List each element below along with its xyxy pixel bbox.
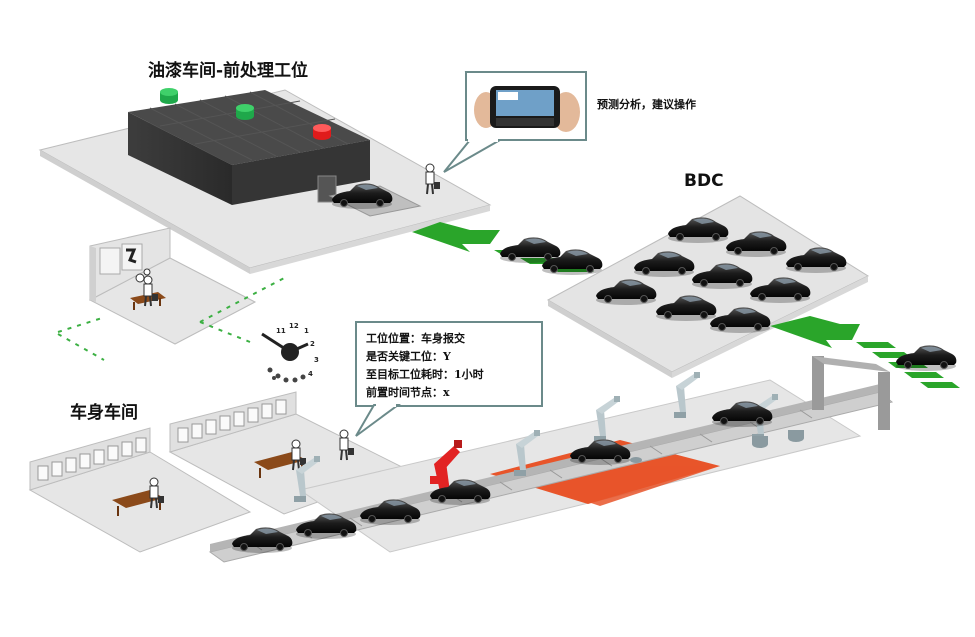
clock-number: 1 (304, 327, 309, 335)
smartphone-in-hands-icon (474, 86, 580, 132)
status-lamp-green-1 (160, 88, 178, 104)
gantry-frame (812, 356, 890, 430)
clock-number: 11 (276, 327, 286, 335)
phone-callout (443, 71, 587, 173)
flow-dashed-lines (57, 275, 289, 361)
station-info-callout: 工位位置：车身报交 是否关键工位：Y 至目标工位耗时：1小时 前置时间节点：x (355, 321, 543, 437)
status-lamp-green-2 (236, 104, 254, 120)
car-icon (895, 344, 957, 372)
clock-number: 3 (314, 356, 319, 364)
analog-clock-icon: 11 12 1 2 3 4 (261, 322, 319, 383)
clock-number: 4 (308, 370, 313, 378)
paint-shop-title: 油漆车间-前处理工位 (148, 60, 308, 81)
paint-booth-front (128, 112, 232, 205)
clock-number: 12 (289, 322, 299, 330)
paint-booth-top (128, 90, 370, 165)
body-shop-title: 车身车间 (70, 402, 138, 423)
flow-arrow-paint (412, 222, 603, 276)
status-lamp-red (313, 124, 331, 140)
bdc-title: BDC (684, 171, 724, 191)
info-line: 是否关键工位：Y (365, 349, 451, 363)
monitor-room (88, 227, 257, 345)
info-line: 工位位置：车身报交 (366, 331, 465, 345)
info-line: 前置时间节点：x (366, 385, 450, 399)
phone-caption: 预测分析，建议操作 (597, 97, 696, 111)
flow-arrow-bdc (770, 316, 960, 388)
info-line: 至目标工位耗时：1小时 (366, 367, 484, 381)
bdc-area (546, 195, 870, 378)
paint-shop-area (38, 88, 492, 274)
clock-number: 2 (310, 340, 315, 348)
assembly-line (208, 356, 894, 563)
